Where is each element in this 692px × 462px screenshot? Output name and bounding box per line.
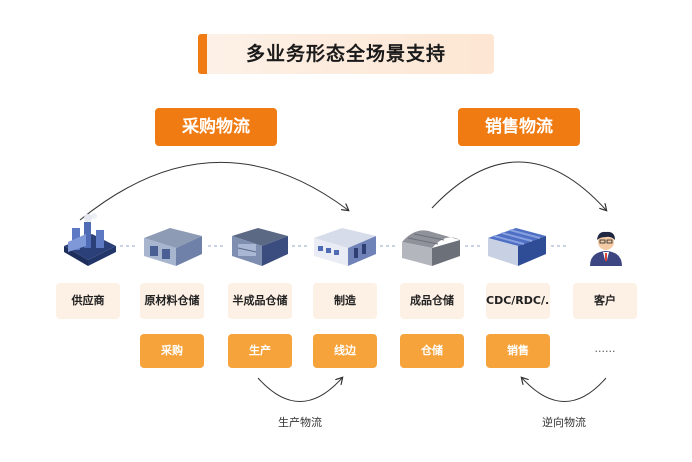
semi-finished-warehouse-icon (232, 228, 288, 266)
node-customer: 客户 (573, 283, 637, 319)
title-banner (198, 34, 494, 74)
distribution-center-icon (488, 228, 546, 266)
function-production: 生产 (228, 334, 292, 368)
function-procurement: 采购 (140, 334, 204, 368)
production-flow-arc (257, 378, 342, 402)
function-sales: 销售 (486, 334, 550, 368)
node-manufacturing: 制造 (313, 283, 377, 319)
procurement-arc (79, 162, 348, 221)
customer-icon (590, 231, 622, 266)
node-supplier: 供应商 (56, 283, 120, 319)
procurement-logistics-badge: 采购物流 (155, 108, 277, 146)
finished-goods-warehouse-icon (402, 230, 460, 266)
node-finished-goods-storage: 成品仓储 (400, 283, 464, 319)
function-warehousing: 仓储 (400, 334, 464, 368)
function-line-side: 线边 (313, 334, 377, 368)
title-accent-bar (198, 34, 207, 74)
page-title: 多业务形态全场景支持 (245, 43, 446, 65)
node-semi-finished-storage: 半成品仓储 (228, 283, 292, 319)
node-raw-material-storage: 原材料仓储 (140, 283, 204, 319)
sales-logistics-badge: 销售物流 (458, 108, 580, 146)
function-more-ellipsis: ...... (594, 342, 616, 355)
raw-material-warehouse-icon (144, 228, 202, 266)
sales-arc (431, 161, 606, 210)
production-flow-caption: 生产物流 (278, 416, 322, 429)
supplier-factory-icon (64, 213, 116, 266)
node-distribution-center: CDC/RDC/... (486, 283, 550, 319)
reverse-flow-arc (522, 378, 607, 402)
reverse-flow-caption: 逆向物流 (542, 416, 586, 429)
manufacturing-plant-icon (314, 228, 376, 266)
